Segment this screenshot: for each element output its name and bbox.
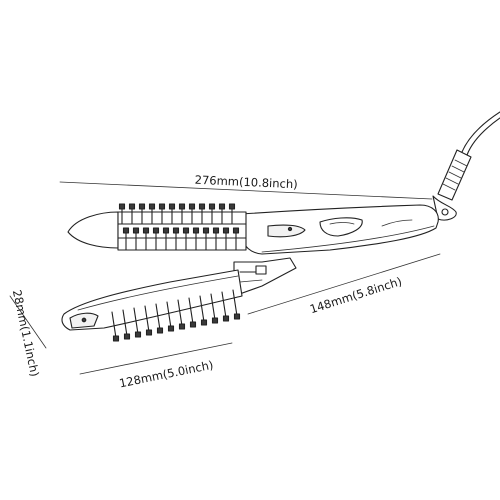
bristle [232,289,238,317]
power-cord [432,111,500,221]
overall-length-line [59,181,433,200]
bristle-tip [142,227,150,234]
bristle-tip [211,317,219,324]
lower-bristles [111,289,241,342]
bristle-tip [132,227,140,234]
bristle-tip [200,319,208,326]
bristle-tip [198,203,206,210]
bristle [122,309,128,337]
bristle-tip [123,333,131,340]
upper-brush [67,203,247,251]
bristle-tip [138,203,146,210]
bristle [199,295,205,323]
bristle [111,311,117,339]
bristle [155,303,161,331]
bristle [177,299,183,327]
bristle-tip [172,227,180,234]
bristle-tip [118,203,126,210]
lower-brush [61,269,243,342]
bristle-tip [188,203,196,210]
bristle-tip [158,203,166,210]
bristle-tip [218,203,226,210]
bristle-tip [212,227,220,234]
bristle-tip [202,227,210,234]
bristle-tip [156,327,164,334]
bristle-tip [152,227,160,234]
bristle-tip [122,227,130,234]
upper-handle [241,204,439,255]
bristle [221,291,227,319]
bristle-tip [182,227,190,234]
bristle-tip [208,203,216,210]
bristle-tip [168,203,176,210]
lower-arm [233,257,297,297]
bristle-tip [112,335,120,342]
upper-bristles [118,203,240,251]
bristle [188,297,194,325]
bristle [144,305,150,333]
bristle-tip [134,331,142,338]
bristle-tip [189,321,197,328]
bristle [166,301,172,329]
plate-length-label: 128mm(5.0inch) [118,358,215,391]
bristle-tip [148,203,156,210]
bristle-tip [178,323,186,330]
bristle-tip [222,227,230,234]
bristle-tip [222,315,230,322]
bristle-tip [192,227,200,234]
bristle-tip [228,203,236,210]
bristle-tip [167,325,175,332]
bristle-tip [128,203,136,210]
plate-length-line [79,342,233,375]
bristle-tip [178,203,186,210]
width-line [9,295,47,349]
bristle [210,293,216,321]
bristle-tip [232,227,240,234]
overall-length-label: 276mm(10.8inch) [194,173,298,192]
width-label: 28mm(1.1inch) [10,288,42,377]
handle-length-line [247,253,441,315]
bristle-tip [145,329,153,336]
bristle-tip [233,313,241,320]
bristle [133,307,139,335]
bristle-tip [162,227,170,234]
